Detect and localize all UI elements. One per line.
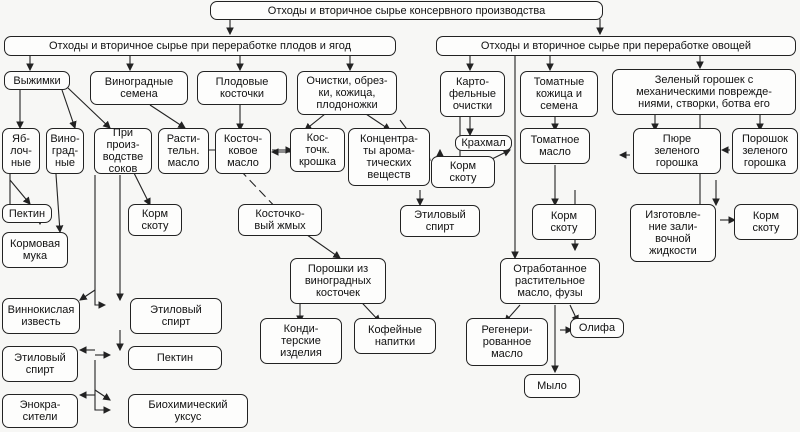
- otrabotannoe-node: Отработанное растительное масло, фузы: [500, 258, 600, 304]
- pyure-node: Пюре зеленого горошка: [633, 128, 721, 174]
- regenerirovannoe-node: Регенери- рованное масло: [466, 318, 548, 366]
- mylo-node: Мыло: [524, 374, 580, 398]
- vinogradnye-semena-node: Виноградные семена: [90, 71, 188, 105]
- veg-branch-node: Отходы и вторичное сырье при переработке…: [436, 36, 796, 56]
- pri-proizvodstve-sokov-node: При произ- водстве соков: [94, 127, 152, 175]
- konditerskie-node: Конди- терские изделия: [260, 318, 342, 364]
- biokhim-uksus-node: Биохимический уксус: [128, 394, 248, 428]
- zeleny-goroshek-node: Зеленый горошек с механическими поврежде…: [612, 69, 796, 115]
- pektin-node-2: Пектин: [128, 346, 222, 370]
- aromatic-concentrates-node: Концентра- ты арома- тических веществ: [348, 128, 430, 186]
- etilovy-spirt-node-2: Этиловый спирт: [2, 346, 78, 382]
- tomatnoe-maslo-node: Томатное масло: [520, 128, 590, 164]
- korm-skotu-node-3: Корм скоту: [532, 204, 596, 240]
- enokrasiteli-node: Энокра- сители: [2, 394, 78, 428]
- fruit-branch-node: Отходы и вторичное сырье при переработке…: [4, 36, 396, 56]
- vinnokislaya-node: Виннокислая известь: [2, 298, 80, 334]
- rastitelnoe-maslo-node: Расти- тельн. масло: [158, 128, 209, 174]
- korm-skotu-scrap-node: Корм скоту: [431, 156, 495, 188]
- etilovy-spirt-node-1: Этиловый спирт: [130, 298, 222, 334]
- etilovy-spirt-node-3: Этиловый спирт: [400, 205, 480, 237]
- yablochnye-node: Яб- лоч- ные: [2, 128, 40, 174]
- izgotovlenie-node: Изготовле- ние зали- вочной жидкости: [630, 204, 716, 262]
- kostochkovy-zhmykh-node: Косточко- вый жмых: [238, 204, 322, 236]
- poroshok-node: Порошок зеленого горошка: [732, 128, 798, 174]
- poroshki-node: Порошки из виноградных косточек: [290, 258, 386, 304]
- vinogradnye-node: Вино- град- ные: [46, 128, 84, 174]
- ochistki-node: Очистки, обрез- ки, кожица, плодоножки: [297, 71, 397, 115]
- olifa-node: Олифа: [570, 318, 624, 338]
- plodovye-kostochki-node: Плодовые косточки: [197, 71, 287, 105]
- kostochkovoe-maslo-node: Косточ- ковое масло: [215, 128, 271, 174]
- kartofelnye-ochistki-node: Карто- фельные очистки: [440, 71, 505, 117]
- vyzhimki-node: Выжимки: [4, 71, 70, 90]
- krakhmal-node: Крахмал: [455, 135, 512, 151]
- root-node: Отходы и вторичное сырье консервного про…: [210, 1, 603, 20]
- kostoch-kroshka-node: Кос- точк. крошка: [290, 128, 345, 172]
- kormovaya-muka-node: Кормовая мука: [2, 232, 68, 268]
- korm-skotu-node-4: Корм скоту: [734, 204, 798, 240]
- pektin-node-1: Пектин: [2, 204, 52, 223]
- kofeinye-node: Кофейные напитки: [354, 318, 436, 354]
- korm-skotu-node-1: Корм скоту: [128, 204, 182, 236]
- tomatnye-kozhitsa-node: Томатные кожица и семена: [520, 71, 598, 117]
